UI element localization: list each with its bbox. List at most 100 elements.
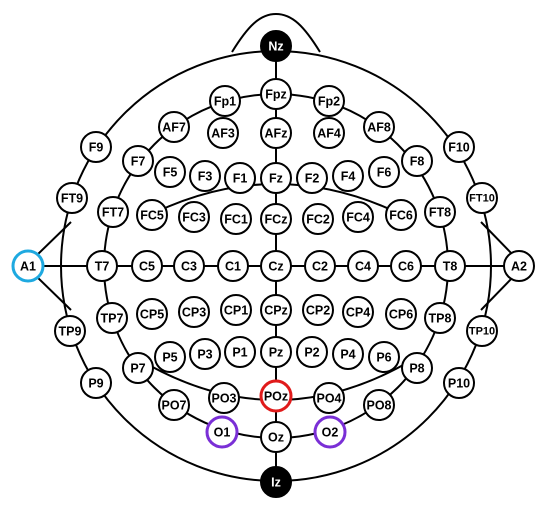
electrode-fc3: FC3 <box>178 201 210 233</box>
electrode-marker <box>332 160 364 192</box>
electrode-label: FC1 <box>224 213 248 227</box>
electrode-p3: P3 <box>189 338 221 370</box>
electrode-po3: PO3 <box>208 382 240 414</box>
electrode-marker <box>217 250 249 282</box>
electrode-label: F7 <box>131 155 146 169</box>
electrode-o1: O1 <box>205 415 239 449</box>
electrode-po8: PO8 <box>363 389 395 421</box>
electrode-pz: Pz <box>260 336 292 368</box>
electrode-marker <box>122 145 154 177</box>
electrode-label: PO7 <box>161 399 186 413</box>
electrode-marker <box>154 156 186 188</box>
electrode-cp1: CP1 <box>220 294 252 326</box>
electrode-p10: P10 <box>443 367 475 399</box>
electrode-marker <box>224 162 256 194</box>
electrode-marker <box>80 367 112 399</box>
electrode-marker <box>302 203 334 235</box>
electrode-o2: O2 <box>313 415 347 449</box>
electrode-marker <box>56 182 88 214</box>
electrode-f4: F4 <box>332 160 364 192</box>
electrode-p8: P8 <box>401 352 433 384</box>
electrode-marker <box>260 162 292 194</box>
electrode-label: P1 <box>232 346 247 360</box>
electrode-marker <box>224 336 256 368</box>
electrode-fc2: FC2 <box>302 203 334 235</box>
electrode-p5: P5 <box>154 341 186 373</box>
electrode-fcz: FCz <box>260 203 292 235</box>
electrode-label: FCz <box>265 213 288 227</box>
electrode-p4: P4 <box>332 338 364 370</box>
electrode-marker <box>368 156 400 188</box>
electrode-f5: F5 <box>154 156 186 188</box>
electrode-marker <box>260 30 292 62</box>
electrode-label: PO3 <box>211 392 236 406</box>
electrode-po4: PO4 <box>313 382 345 414</box>
electrode-label: C4 <box>355 260 371 274</box>
electrode-f7: F7 <box>122 145 154 177</box>
electrode-p6: P6 <box>368 341 400 373</box>
electrode-marker <box>260 117 292 149</box>
electrode-label: Nz <box>268 40 283 54</box>
electrode-label: TP10 <box>469 326 495 338</box>
electrode-poz: POz <box>259 379 293 413</box>
electrode-marker <box>368 341 400 373</box>
electrode-marker <box>54 315 86 347</box>
electrode-af3: AF3 <box>207 117 239 149</box>
electrode-label: C3 <box>181 260 197 274</box>
electrode-marker <box>466 315 498 347</box>
electrode-label: P8 <box>409 362 424 376</box>
electrode-label: C2 <box>312 260 328 274</box>
electrode-af4: AF4 <box>313 117 345 149</box>
electrode-marker <box>205 415 239 449</box>
electrode-marker <box>260 294 292 326</box>
electrode-t8: T8 <box>434 250 466 282</box>
electrode-marker <box>260 203 292 235</box>
electrode-marker <box>178 296 210 328</box>
electrode-label: CP6 <box>389 308 413 322</box>
electrode-marker <box>443 131 475 163</box>
electrode-label: FC6 <box>389 209 413 223</box>
electrode-marker <box>342 201 374 233</box>
electrode-label: F6 <box>377 166 392 180</box>
electrode-nz: Nz <box>260 30 292 62</box>
electrode-marker <box>178 201 210 233</box>
electrode-label: F4 <box>341 170 356 184</box>
electrode-label: P10 <box>448 377 470 391</box>
electrode-label: A2 <box>511 260 527 274</box>
electrode-af7: AF7 <box>158 111 190 143</box>
electrode-marker <box>158 389 190 421</box>
electrode-marker <box>296 162 328 194</box>
electrode-marker <box>220 203 252 235</box>
electrode-label: PO8 <box>366 399 391 413</box>
electrode-label: Oz <box>268 431 284 445</box>
electrode-marker <box>332 338 364 370</box>
electrode-label: P9 <box>88 377 103 391</box>
electrode-a1: A1 <box>11 249 45 283</box>
electrode-f9: F9 <box>80 131 112 163</box>
nose-outline <box>231 12 321 53</box>
electrode-label: CP4 <box>346 306 370 320</box>
electrode-marker <box>207 117 239 149</box>
electrode-p1: P1 <box>224 336 256 368</box>
electrode-marker <box>313 85 345 117</box>
electrode-marker <box>122 352 154 384</box>
electrode-c5: C5 <box>131 250 163 282</box>
electrode-marker <box>466 182 498 214</box>
electrode-f8: F8 <box>401 145 433 177</box>
electrode-p7: P7 <box>122 352 154 384</box>
electrode-label: AFz <box>265 127 288 141</box>
electrode-fc1: FC1 <box>220 203 252 235</box>
electrode-fp1: Fp1 <box>209 85 241 117</box>
electrode-marker <box>220 294 252 326</box>
electrode-po7: PO7 <box>158 389 190 421</box>
electrode-marker <box>385 199 417 231</box>
electrode-label: T8 <box>443 260 458 274</box>
electrode-cpz: CPz <box>260 294 292 326</box>
electrode-marker <box>424 302 456 334</box>
electrode-label: Fz <box>269 172 283 186</box>
electrode-label: AF7 <box>162 121 186 135</box>
electrode-cp3: CP3 <box>178 296 210 328</box>
electrode-marker <box>363 111 395 143</box>
electrode-label: F8 <box>410 155 425 169</box>
electrode-label: F9 <box>89 141 104 155</box>
